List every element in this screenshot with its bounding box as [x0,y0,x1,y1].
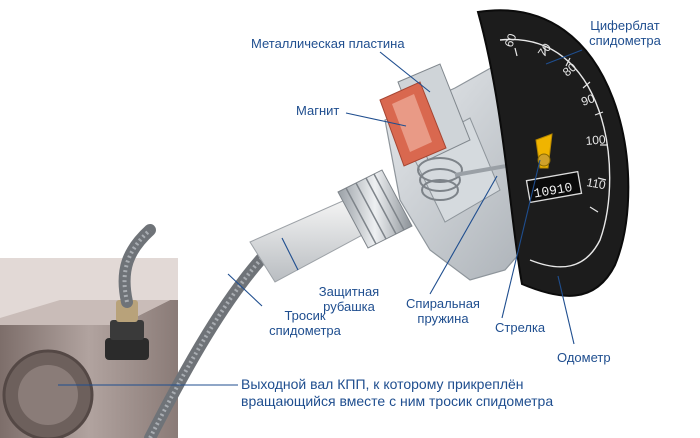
label-dial-line1: Циферблат [590,18,660,33]
label-spring-line1: Спиральная [406,296,480,311]
label-dial-line2: спидометра [589,33,661,48]
label-sleeve-line1: Защитная [318,284,380,299]
label-protective-sleeve: Защитная рубашка [304,284,394,314]
label-dial: Циферблат спидометра [565,18,685,48]
spiral-spring-part [417,157,463,201]
dial-mark-90: 90 [579,91,597,109]
label-magnet: Магнит [296,103,340,118]
label-sleeve-line2: рубашка [323,299,375,314]
label-metal-plate: Металлическая пластина [251,36,405,51]
label-cable-line1: Тросик [284,308,326,323]
threaded-nut [337,169,413,249]
label-cable-line2: спидометра [269,323,341,338]
odometer-window: 10910 [525,170,583,204]
speedometer-dial: 60 70 80 90 100 110 10910 [476,9,630,297]
gearbox-housing [0,258,178,438]
odometer-digits: 10910 [533,180,574,202]
dial-mark-100: 100 [585,132,606,148]
magnet-part [379,81,447,167]
label-shaft-line2: вращающийся вместе с ним тросик спидомет… [241,393,554,409]
needle-part [535,133,553,169]
leader-lines [58,49,583,386]
label-cable: Тросик спидометра [250,308,360,338]
label-spring-line2: пружина [417,311,469,326]
label-odometer: Одометр [557,350,611,365]
label-shaft-line1: Выходной вал КПП, к которому прикреплён [241,376,524,392]
label-spiral-spring: Спиральная пружина [395,296,491,326]
label-output-shaft: Выходной вал КПП, к которому прикреплён … [241,376,553,410]
label-needle: Стрелка [495,320,546,335]
dial-mark-110: 110 [585,175,607,192]
dial-mark-60: 60 [502,31,520,49]
